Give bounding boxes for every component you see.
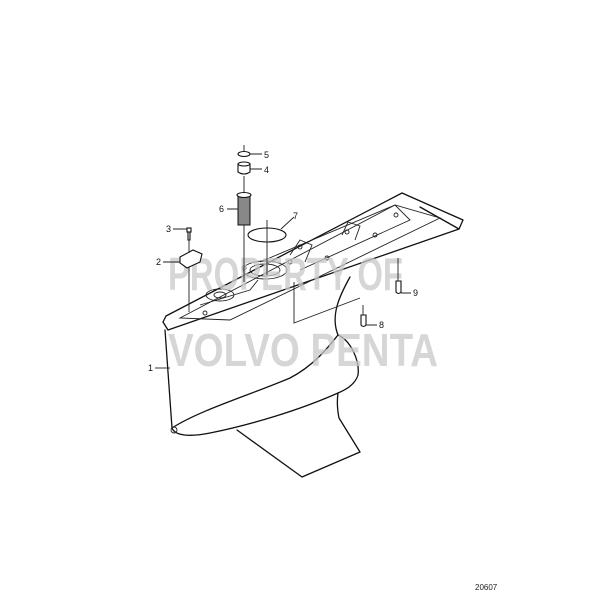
part-2-anode [163,249,203,269]
callout-1: 1 [148,363,153,373]
watermark-line2: VOLVO PENTA [168,324,438,376]
part-5-o-ring [237,145,262,158]
part-8-screw [360,305,377,328]
callout-9: 9 [413,288,418,298]
callout-4: 4 [264,165,269,175]
part-7-o-ring [247,216,295,275]
callout-2: 2 [156,257,161,267]
callout-3: 3 [166,224,171,234]
watermark-line1: PROPERTY OF [168,248,403,300]
callout-5: 5 [264,150,269,160]
part-6-sleeve [227,191,252,282]
reference-number: 20607 [475,583,498,592]
watermark: PROPERTY OF VOLVO PENTA [168,248,438,376]
part-9-screw [395,258,411,295]
callout-6: 6 [219,204,224,214]
callout-8: 8 [379,320,384,330]
gear-housing [162,192,464,478]
callout-7: 7 [293,211,298,221]
part-4-bushing [237,161,262,192]
